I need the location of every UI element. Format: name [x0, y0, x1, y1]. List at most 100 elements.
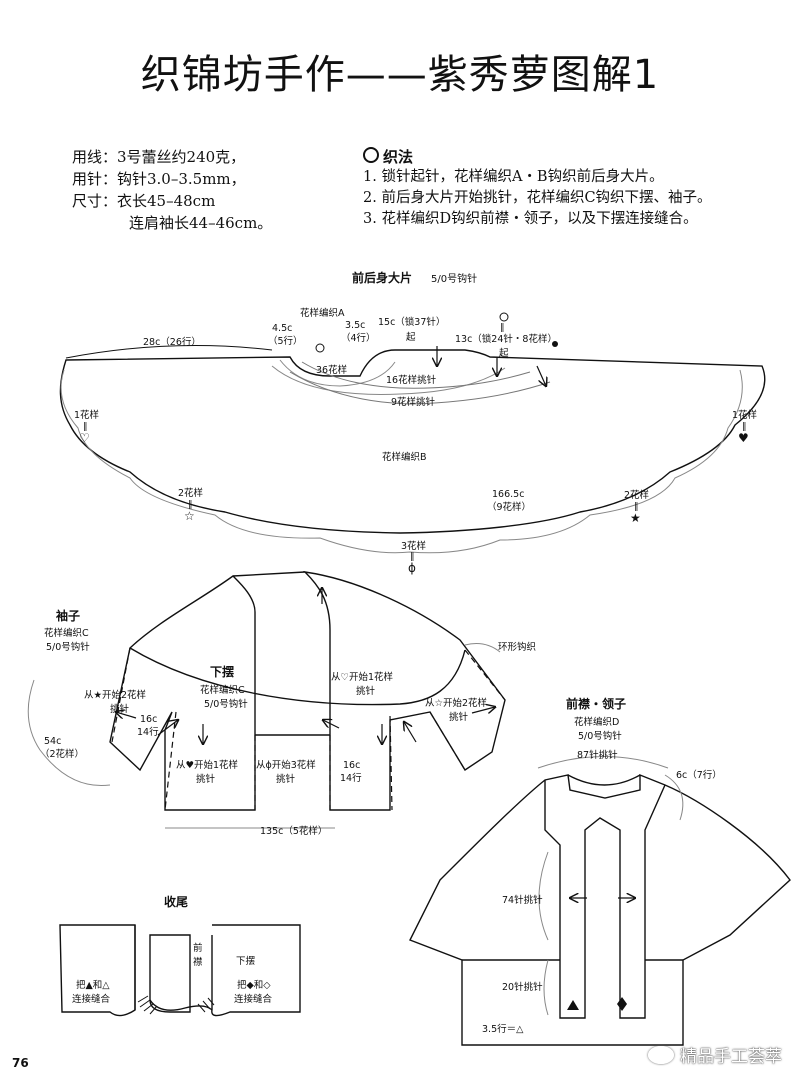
method-block: 织法 1. 锁针起针，花样编织A・B钩织前后身大片。 2. 前后身大片开始挑针，… — [363, 146, 712, 230]
size-spec: 尺寸：衣长45–48cm — [72, 192, 216, 210]
hem-from-phi: 从ϕ开始3花样 — [256, 759, 316, 771]
star-outline-icon: ☆ — [184, 509, 195, 523]
width-15c-label: 15c（锁37针） — [378, 316, 445, 328]
width-4-5c-label: 4.5c — [272, 323, 292, 334]
svg-text:‖: ‖ — [410, 552, 415, 562]
hem-from-heart: 从♡开始1花样 — [331, 671, 393, 683]
phi-icon: ϕ — [408, 561, 416, 575]
circumference-label: 166.5c — [492, 489, 524, 500]
bottom-3-pattern-label: 3花样 — [401, 540, 426, 552]
page-title: 织锦坊手作——紫秀萝图解1 — [140, 52, 660, 98]
width-13c-label: 13c（锁24针・8花样） — [455, 333, 557, 345]
end-marker-icon — [552, 341, 558, 347]
hem-width-16c: 16c — [343, 760, 360, 771]
sleeve-hem-arrows — [116, 588, 495, 744]
watermark: 精品手工荟萃 — [648, 1042, 782, 1067]
body-piece-dimension-lines — [65, 345, 551, 405]
sleeve-from-star: 从★开始2花样 — [84, 689, 146, 701]
hem-title: 下摆 — [210, 664, 234, 679]
finish-outline — [59, 924, 301, 1017]
hook-spec: 用针：钩针3.0–3.5mm， — [72, 170, 246, 188]
sleeve-pattern: 花样编织C — [44, 627, 89, 639]
svg-text:‖: ‖ — [83, 422, 88, 432]
start-label-1: 起 — [406, 332, 416, 343]
sleeve-rows-14: 14行 — [137, 726, 159, 738]
chat-bubble-icon — [648, 1046, 674, 1064]
heart-solid-icon: ♥ — [738, 431, 749, 445]
right-1-pattern-label: 1花样 — [732, 409, 757, 421]
method-step-2: 2. 前后身大片开始挑针，花样编织C钩织下摆、袖子。 — [363, 190, 712, 206]
hem-rows-14: 14行 — [340, 772, 362, 784]
sleeve-pick: 挑针 — [110, 703, 130, 715]
materials-block: 用线：3号蕾丝约240克， 用针：钩针3.0–3.5mm， 尺寸：衣长45–48… — [72, 146, 272, 234]
sleeve-2-patterns: （2花样） — [40, 748, 84, 760]
sleeve-from-hollow-star: 从☆开始2花样 — [425, 697, 487, 709]
method-step-1: 1. 锁针起针，花样编织A・B钩织前后身大片。 — [363, 169, 664, 185]
finish-front-label-2: 襟 — [193, 956, 203, 968]
collar-pick-87: 87针挑针 — [577, 749, 618, 761]
equals-mark: ‖ — [500, 323, 505, 333]
body-piece-arrows — [437, 346, 546, 386]
start-marker-left-icon — [315, 343, 325, 353]
finish-join-diamonds-2: 连接缝合 — [234, 993, 273, 1005]
svg-text:‖: ‖ — [742, 422, 747, 432]
finish-join-diamonds: 把◆和◇ — [237, 979, 271, 991]
hem-pick-1: 挑针 — [356, 685, 376, 697]
width-28c-label: 28c（26行） — [143, 336, 201, 348]
heart-outline-icon: ♡ — [79, 431, 90, 445]
sleeve-hem-outline — [109, 571, 506, 811]
collar-outline — [409, 773, 791, 1046]
finish-front-label: 前 — [193, 942, 203, 954]
size-spec-2: 连肩袖长44–46cm。 — [129, 214, 273, 232]
sleeve-width-16c: 16c — [140, 714, 157, 725]
pattern-36-label: 36花样 — [316, 364, 347, 376]
left-2-pattern-label: 2花样 — [178, 487, 203, 499]
collar-dimension-arcs — [537, 756, 684, 1016]
seam-stitches — [137, 995, 215, 1015]
body-piece-hook: 5/0号钩针 — [431, 272, 477, 285]
collar-hook: 5/0号钩针 — [578, 730, 622, 742]
svg-text:‖: ‖ — [188, 500, 193, 510]
sleeve-hook: 5/0号钩针 — [46, 641, 90, 653]
body-piece-title: 前后身大片 — [352, 270, 412, 285]
width-3-5c-label: 3.5c — [345, 320, 365, 331]
width-3-5c-rows: （4行） — [341, 332, 376, 344]
body-piece-outline — [59, 349, 766, 534]
finish-hem-label: 下摆 — [236, 955, 256, 967]
hem-pick-2: 挑针 — [196, 773, 216, 785]
ring-crochet-label: 环形钩织 — [498, 641, 536, 653]
left-1-pattern-label: 1花样 — [74, 409, 99, 421]
pattern-16-pick-label: 16花样挑针 — [386, 374, 437, 386]
hem-hook: 5/0号钩针 — [204, 698, 248, 710]
star-solid-icon: ★ — [630, 511, 641, 525]
solid-triangle-icon — [567, 1000, 579, 1010]
collar-pick-20: 20针挑针 — [502, 981, 543, 993]
pattern-9-pick-label: 9花样挑针 — [391, 396, 436, 408]
page-number: 76 — [12, 1056, 29, 1070]
collar-width-6c: 6c（7行） — [676, 769, 722, 781]
pattern-a-label: 花样编织A — [300, 307, 345, 319]
finish-join-triangles-2: 连接缝合 — [72, 993, 111, 1005]
right-2-pattern-label: 2花样 — [624, 489, 649, 501]
collar-rows-3-5: 3.5行＝△ — [482, 1023, 524, 1035]
collar-pattern: 花样编织D — [574, 716, 619, 728]
start-label-2: 起 — [499, 348, 509, 359]
hem-width-135c: 135c（5花样） — [260, 825, 327, 837]
svg-text:‖: ‖ — [634, 502, 639, 512]
pattern-b-label: 花样编织B — [382, 451, 427, 463]
yarn-spec: 用线：3号蕾丝约240克， — [72, 148, 246, 166]
hem-from-solid-heart: 从♥开始1花样 — [176, 759, 238, 771]
method-step-3: 3. 花样编织D钩织前襟・领子，以及下摆连接缝合。 — [363, 211, 698, 227]
start-marker-right-icon — [499, 312, 509, 322]
sleeve-width-54c: 54c — [44, 736, 61, 747]
flower-icon — [363, 147, 379, 163]
solid-diamond-icon — [617, 997, 627, 1011]
collar-pick-74: 74针挑针 — [502, 894, 543, 906]
hem-pick-3: 挑针 — [276, 773, 296, 785]
width-4-5c-rows: （5行） — [268, 335, 303, 347]
hem-pattern: 花样编织C — [200, 684, 245, 696]
method-heading: 织法 — [363, 146, 712, 167]
finish-join-triangles: 把▲和△ — [76, 979, 110, 991]
scallop-edges — [60, 359, 743, 554]
